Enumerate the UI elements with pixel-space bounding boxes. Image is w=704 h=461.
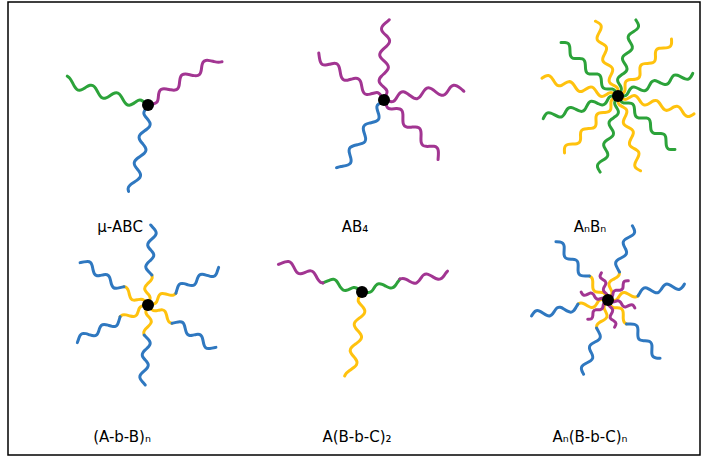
core-dot — [142, 299, 154, 311]
architecture-label: A(B-b-C)₂ — [322, 428, 391, 446]
polymer-chain — [77, 317, 120, 343]
polymer-chain — [618, 96, 694, 117]
polymer-chain — [67, 76, 148, 105]
polymer-chain — [176, 267, 219, 293]
polymer-chain — [627, 324, 661, 358]
core-dot — [612, 90, 624, 102]
core-dot — [356, 286, 368, 298]
polymer-chain — [532, 304, 578, 316]
polymer-chain — [172, 322, 216, 349]
architecture-label: Aₙ(B-b-C)ₙ — [552, 428, 627, 446]
polymer-chain — [384, 85, 464, 102]
polymer-chain — [146, 225, 156, 275]
polymer-chain — [319, 53, 384, 100]
polymer-chain — [140, 335, 150, 385]
polymer-chain — [561, 42, 618, 96]
core-dot — [602, 294, 614, 306]
polymer-chain — [556, 242, 590, 276]
polymer-arms — [67, 20, 694, 385]
architecture-label: (A-b-B)ₙ — [93, 428, 151, 446]
architecture-label: AB₄ — [342, 218, 369, 236]
core-dot — [142, 99, 154, 111]
polymer-chain — [379, 20, 390, 100]
polymer-chain — [542, 75, 618, 96]
polymer-chain — [616, 226, 635, 272]
polymer-chain — [543, 96, 618, 119]
polymer-chain — [345, 292, 365, 376]
polymer-chain — [618, 39, 672, 96]
polymer-chain — [337, 100, 384, 168]
architecture-label: μ-ABC — [97, 218, 143, 236]
polymer-chain — [384, 100, 438, 160]
polymer-chain — [618, 96, 675, 150]
polymer-chain — [595, 21, 618, 96]
polymer-chain — [638, 284, 684, 296]
polymer-chain — [400, 271, 448, 283]
polymer-chain — [323, 279, 362, 292]
polymer-chain — [618, 20, 639, 96]
polymer-chain — [278, 261, 323, 283]
polymer-chain — [618, 96, 641, 171]
polymer-chain — [128, 105, 150, 191]
polymer-chain — [597, 96, 618, 172]
frame-border — [8, 2, 700, 455]
polymer-chain — [148, 60, 222, 105]
core-dot — [378, 94, 390, 106]
architecture-label: AₙBₙ — [574, 218, 607, 236]
polymer-chain — [581, 328, 600, 374]
polymer-chain — [564, 96, 618, 153]
polymer-chain — [80, 261, 124, 288]
polymer-chain — [618, 73, 693, 96]
core-dots — [142, 90, 624, 311]
